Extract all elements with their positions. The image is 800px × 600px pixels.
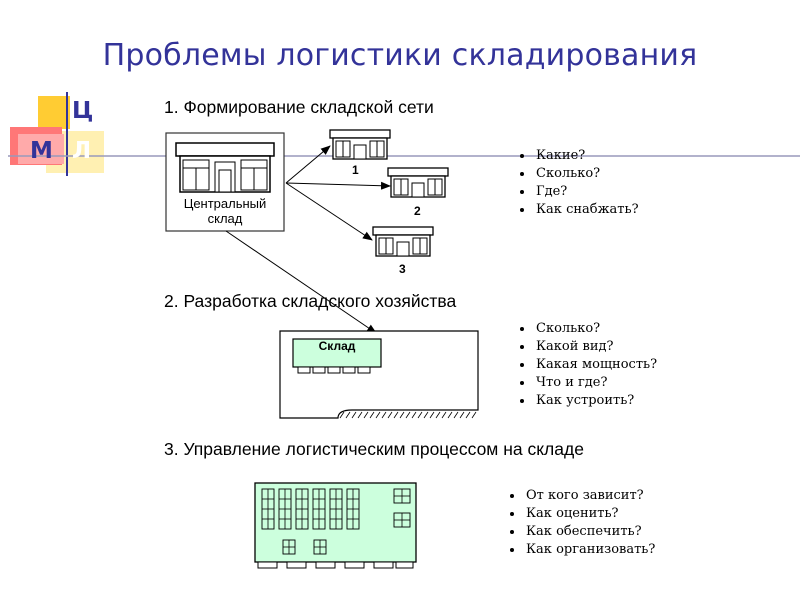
warehouse-2-number: 2 <box>414 204 421 218</box>
warehouse-3-icon <box>372 226 434 257</box>
question-item: Как организовать? <box>524 541 655 559</box>
section-3-title: 3. Управление логистическим процессом на… <box>164 439 584 459</box>
warehouse-building <box>254 482 417 569</box>
question-item: Сколько? <box>534 165 639 183</box>
question-item: Сколько? <box>534 320 657 338</box>
question-item: Какая мощность? <box>534 356 657 374</box>
logo-letter-l: Л <box>72 138 91 164</box>
question-item: Какие? <box>534 147 639 165</box>
warehouse-2-icon <box>387 167 449 198</box>
storage-label: Склад <box>318 339 356 353</box>
question-item: Как устроить? <box>534 392 657 410</box>
section-3-questions: От кого зависит? Как оценить? Как обеспе… <box>502 487 655 559</box>
section-1-title: 1. Формирование складской сети <box>164 97 434 117</box>
section-2-questions: Сколько? Какой вид? Какая мощность? Что … <box>512 320 657 410</box>
question-item: Как обеспечить? <box>524 523 655 541</box>
central-warehouse-label-line2: склад <box>207 211 243 226</box>
warehouse-3-number: 3 <box>399 262 406 276</box>
section-2-title: 2. Разработка складского хозяйства <box>164 291 457 311</box>
logo-letter-m: М <box>30 138 53 164</box>
question-item: Как снабжать? <box>534 201 639 219</box>
storage-box <box>292 338 382 368</box>
question-item: Что и где? <box>534 374 657 392</box>
warehouse-1-number: 1 <box>352 163 359 177</box>
arrow-to-warehouse-2 <box>285 181 391 190</box>
logo-letter-ts: Ц <box>72 98 93 124</box>
section-1-questions: Какие? Сколько? Где? Как снабжать? <box>512 147 639 219</box>
page-title: Проблемы логистики складирования <box>102 38 698 73</box>
warehouse-1-icon <box>329 129 391 160</box>
question-item: Какой вид? <box>534 338 657 356</box>
arrow-to-storage <box>225 230 377 334</box>
arrow-to-warehouse-3 <box>285 182 373 241</box>
storage-layout <box>279 330 479 419</box>
central-warehouse <box>165 132 285 232</box>
question-item: Как оценить? <box>524 505 655 523</box>
central-warehouse-label-line1: Центральный <box>183 196 267 211</box>
question-item: Где? <box>534 183 639 201</box>
central-warehouse-label: Центральный склад <box>166 196 284 226</box>
logo: Ц М Л <box>8 92 800 176</box>
question-item: От кого зависит? <box>524 487 655 505</box>
arrow-to-warehouse-1 <box>285 145 331 184</box>
